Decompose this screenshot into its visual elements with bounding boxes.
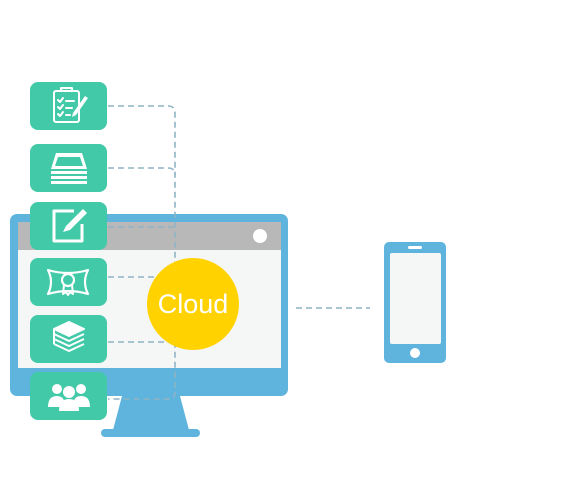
monitor-base bbox=[101, 429, 200, 437]
clipboard-tile[interactable] bbox=[30, 82, 107, 130]
edit-tile[interactable] bbox=[30, 202, 107, 250]
phone-home-button bbox=[410, 348, 420, 358]
user-group-icon bbox=[48, 384, 90, 411]
books-tile[interactable] bbox=[30, 315, 107, 363]
edit-note-icon bbox=[52, 209, 87, 243]
cloud-hub: Cloud bbox=[147, 258, 239, 350]
books-stack-icon bbox=[53, 321, 85, 352]
cloud-label: Cloud bbox=[157, 288, 229, 319]
clipboard-checklist-icon bbox=[53, 87, 88, 123]
users-tile[interactable] bbox=[30, 372, 107, 420]
inbox-tile[interactable] bbox=[30, 144, 107, 192]
phone-speaker bbox=[408, 246, 422, 249]
certificate-ribbon-icon bbox=[46, 268, 90, 296]
monitor-stand bbox=[113, 396, 189, 430]
window-close-dot bbox=[253, 229, 267, 243]
inbox-tray-icon bbox=[51, 153, 87, 184]
phone-screen bbox=[390, 253, 441, 344]
certificate-tile[interactable] bbox=[30, 258, 107, 306]
